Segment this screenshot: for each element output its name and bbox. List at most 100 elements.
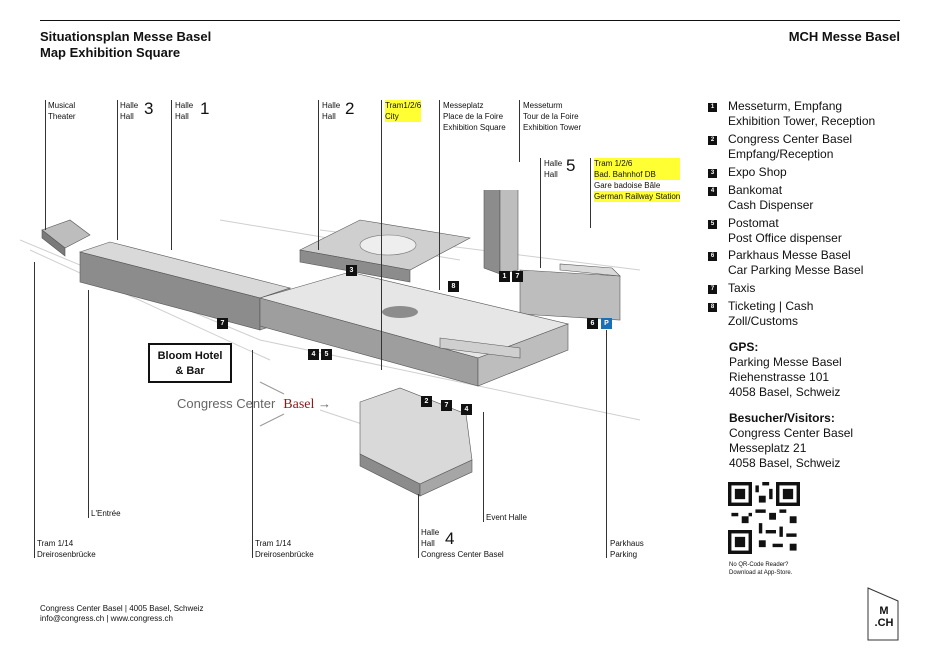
label-tram-bahnhof: Tram 1/2/6 Bad. Bahnhof DB Gare badoise … [594,158,681,202]
visitors-line: Congress Center Basel [729,426,854,440]
visitors-line: Messeplatz 21 [729,441,807,455]
map-title: Situationsplan Messe Basel Map Exhibitio… [40,29,211,61]
legend-line: Postomat [728,216,779,230]
legend-number: 1 [708,103,717,112]
visitors-line: 4058 Basel, Schweiz [729,456,841,470]
leader-line [318,100,319,250]
legend-number: 2 [708,136,717,145]
label-halle-4: Halle Hall Congress Center Basel [421,527,504,560]
label-line: Parkhaus [610,539,644,548]
label-line: Parking [610,550,638,559]
legend-line: Exhibition Tower, Reception [728,114,876,128]
label-line: Exhibition Tower [523,123,582,132]
label-line: Messeturm [523,101,563,110]
label-line: German Railway Station [594,191,681,202]
label-halle-3: Halle Hall [120,100,138,122]
gps-line: Riehenstrasse 101 [729,370,830,384]
label-halle-5-number: 5 [566,156,576,175]
leader-line [381,100,382,370]
legend-line: Expo Shop [728,165,787,179]
label-event-halle: Event Halle [486,513,527,522]
label-line: Exhibition Square [443,123,506,132]
exhibition-square-hall [258,271,570,387]
marker-7: 7 [217,318,228,329]
leader-line [540,158,541,268]
qr-note: No QR-Code Reader? Download at App-Store… [729,561,792,577]
label-line: Halle [421,528,440,537]
cc-logo-bracket [259,381,285,427]
label-lentree: L'Entrée [91,509,121,518]
label-line: Dreirosenbrücke [37,550,96,559]
legend-number: 5 [708,220,717,229]
site-map [20,190,641,497]
leader-line [519,100,520,162]
legend-number: 7 [708,285,717,294]
label-messeturm: Messeturm Tour de la Foire Exhibition To… [523,100,581,133]
legend-line: Messeturm, Empfang [728,99,843,113]
label-line: Bad. Bahnhof DB [594,169,681,180]
legend-line: Bankomat [728,183,783,197]
qr-code[interactable] [728,482,800,554]
label-line: Dreirosenbrücke [255,550,314,559]
qr-note-line: Download at App-Store. [729,570,793,576]
cc-logo-city: Basel [283,397,315,412]
mch-logo-bottom: .CH [874,617,894,629]
label-line: Tram 1/2/6 [594,158,681,169]
label-line: Congress Center Basel [421,550,504,559]
label-line: Place de la Foire [443,112,504,121]
halle-5-building [519,263,621,321]
label-line: Messeplatz [443,101,484,110]
qr-note-line: No QR-Code Reader? [729,562,789,568]
label-line: Tram 1/14 [37,539,74,548]
musical-theater-building [41,219,91,257]
label-line: City [385,111,422,122]
gps-line: Parking Messe Basel [729,355,842,369]
label-line: Halle [175,101,194,110]
arrow-right-icon: → [318,396,332,411]
congress-center-building [359,387,473,497]
leader-line [34,262,35,558]
legend-number: 6 [708,252,717,261]
mch-logo [867,587,899,641]
label-line: Halle [322,101,341,110]
label-line: Tram1/2/6 [385,100,422,111]
gps-heading: GPS: [729,340,759,354]
label-line: Gare badoise Bâle [594,181,661,190]
gps-info: GPS: Parking Messe Basel Riehenstrasse 1… [729,340,842,400]
marker-4: 4 [461,404,472,415]
marker-5: 5 [321,349,332,360]
marker-8: 8 [448,281,459,292]
label-halle-1-number: 1 [200,99,210,118]
bloom-hotel-line: & Bar [175,365,205,377]
gps-line: 4058 Basel, Schweiz [729,385,841,399]
mch-logo-top: M [879,605,889,617]
label-line: Tram 1/14 [255,539,292,548]
label-halle-1: Halle Hall [175,100,193,122]
label-line: Hall [120,112,134,121]
legend-line: Congress Center Basel [728,132,853,146]
leader-line [590,158,591,228]
label-line: Halle [120,101,139,110]
messeturm-building [483,190,519,275]
brand-name: MCH Messe Basel [788,29,900,44]
label-halle-5: Halle Hall [544,158,562,180]
legend-number: 8 [708,303,717,312]
label-tram-dreirosen-mid: Tram 1/14 Dreirosenbrücke [255,538,314,560]
leader-line [418,494,419,558]
legend-line: Cash Dispenser [728,198,814,212]
leader-line [483,412,484,522]
mch-logo-text: M .CH [871,605,897,629]
leader-line [606,330,607,558]
footer-contact: info@congress.ch | www.congress.ch [40,614,173,623]
footer: Congress Center Basel | 4005 Basel, Schw… [40,604,204,624]
leader-line [45,100,46,230]
visitors-heading: Besucher/Visitors: [729,411,835,425]
leader-line [439,100,440,290]
legend-line: Post Office dispenser [728,231,842,245]
legend-line: Parkhaus Messe Basel [728,248,851,262]
marker-3: 3 [346,265,357,276]
label-tram-dreirosen-left: Tram 1/14 Dreirosenbrücke [37,538,96,560]
label-line: Tour de la Foire [523,112,579,121]
label-tram-city: Tram1/2/6 City [385,100,422,122]
